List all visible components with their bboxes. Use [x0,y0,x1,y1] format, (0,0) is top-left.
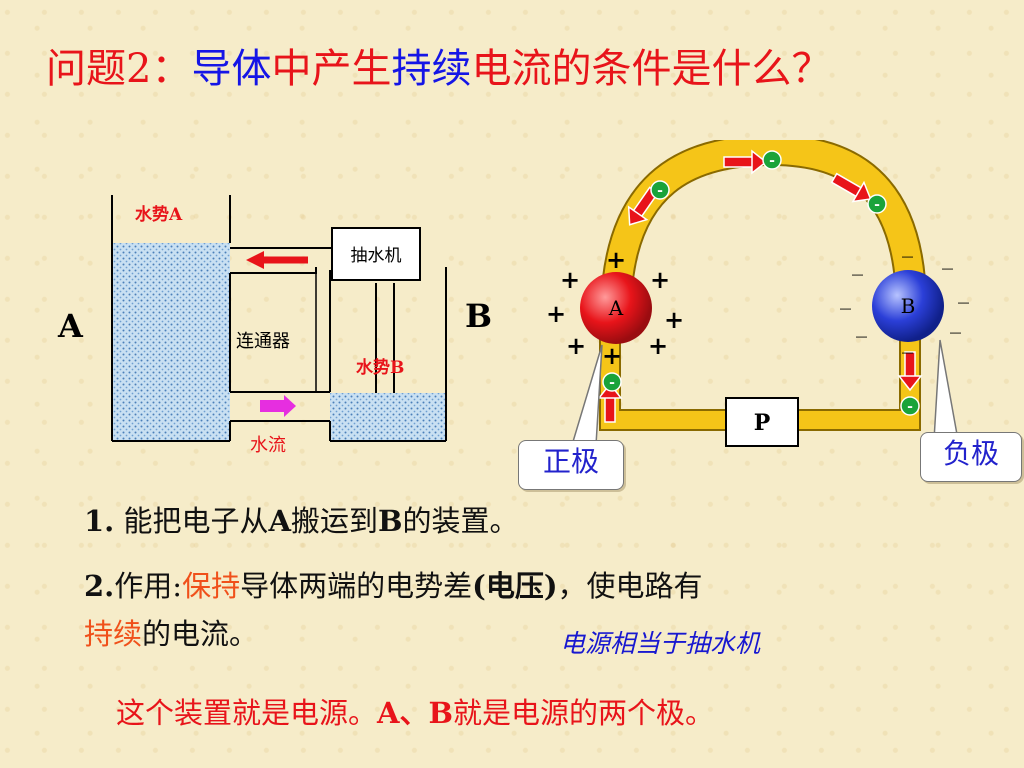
svg-text:_: _ [958,279,969,304]
pole-a-label: A [608,296,624,320]
label-a-left: A [57,307,84,345]
page-title: 问题2：导体中产生持续电流的条件是什么？ [46,40,966,98]
electron-2 [650,180,670,200]
svg-text:_: _ [852,251,863,276]
title-generate: 中产生 [271,46,392,92]
title-prefix: 问题2： [46,46,192,92]
flow-arrow-head [284,395,296,417]
pump-pipe-out-lower [230,267,317,274]
sustained-highlight: 持续 [84,617,143,651]
svg-text:_: _ [840,285,851,310]
electron-3 [867,194,887,214]
positive-callout-pointer [570,344,603,446]
pole-a-sphere [580,272,652,344]
electron-1 [762,150,782,170]
title-question: 电流的条件是什么？ [471,46,832,92]
positive-pole-label: 正极 [542,445,599,478]
svg-text:-: - [907,399,913,415]
svg-text:+: + [606,245,626,274]
svg-text:-: - [874,197,880,213]
title-conductor: 导体 [191,46,272,92]
title-sustained: 持续 [391,46,472,92]
conclusion: 这个装置就是电源。A、B就是电源的两个极。 [116,696,715,730]
upper-arrow-head [246,251,264,269]
positive-pole-callout: 正极 [518,440,624,490]
svg-text:-: - [769,153,775,169]
water-flow-label: 水流 [250,435,286,456]
svg-text:+: + [602,341,622,370]
point-2: 2.作用:保持导体两端的电势差(电压)，使电路有持续的电流。 [84,569,703,651]
water-level-a-label: 水势A [135,204,183,225]
keep-highlight: 保持 [182,569,241,603]
resistor-label: P [754,410,771,436]
tank-a-water [112,243,230,441]
analogy-note: 电源相当于抽水机 [560,629,761,658]
minus-charges: _ _ _ _ _ _ _ _ [840,233,969,354]
svg-text:_: _ [902,233,913,258]
negative-pole-callout: 负极 [920,432,1022,482]
svg-text:-: - [657,183,663,199]
svg-text:+: + [650,265,670,294]
flow-arrow-shaft [260,400,284,412]
svg-text:_: _ [856,313,867,338]
electrons: - - - - - [602,150,920,416]
electron-5 [900,396,920,416]
water-analogy-diagram: 抽水机 水势A 连通器 水势B 水流 A B [57,195,492,456]
circuit-diagram: P - - - - - [546,140,969,447]
svg-text:+: + [566,331,586,360]
connector-label: 连通器 [236,331,290,352]
label-b-right: B [465,297,492,335]
negative-pole-label: 负极 [942,437,999,470]
tank-b-water [330,393,446,441]
resistor-p [725,397,799,447]
svg-text:_: _ [902,329,913,354]
plus-charges: + + + + + + + + [546,245,684,370]
point-1: 1. 能把电子从A搬运到B的装置。 [84,504,519,538]
svg-text:-: - [609,375,615,391]
svg-text:+: + [560,265,580,294]
svg-text:+: + [648,331,668,360]
pump-box [331,227,421,281]
svg-text:_: _ [950,309,961,334]
pole-b-label: B [901,294,916,318]
electron-4 [602,372,622,392]
negative-callout-pointer [933,339,959,441]
pole-b-sphere [872,270,944,342]
svg-text:_: _ [942,245,953,270]
pump-label: 抽水机 [351,246,402,266]
pump-pipe-out [230,228,333,249]
svg-text:+: + [546,299,566,328]
svg-text:+: + [664,305,684,334]
water-level-b-label: 水势B [356,357,404,378]
